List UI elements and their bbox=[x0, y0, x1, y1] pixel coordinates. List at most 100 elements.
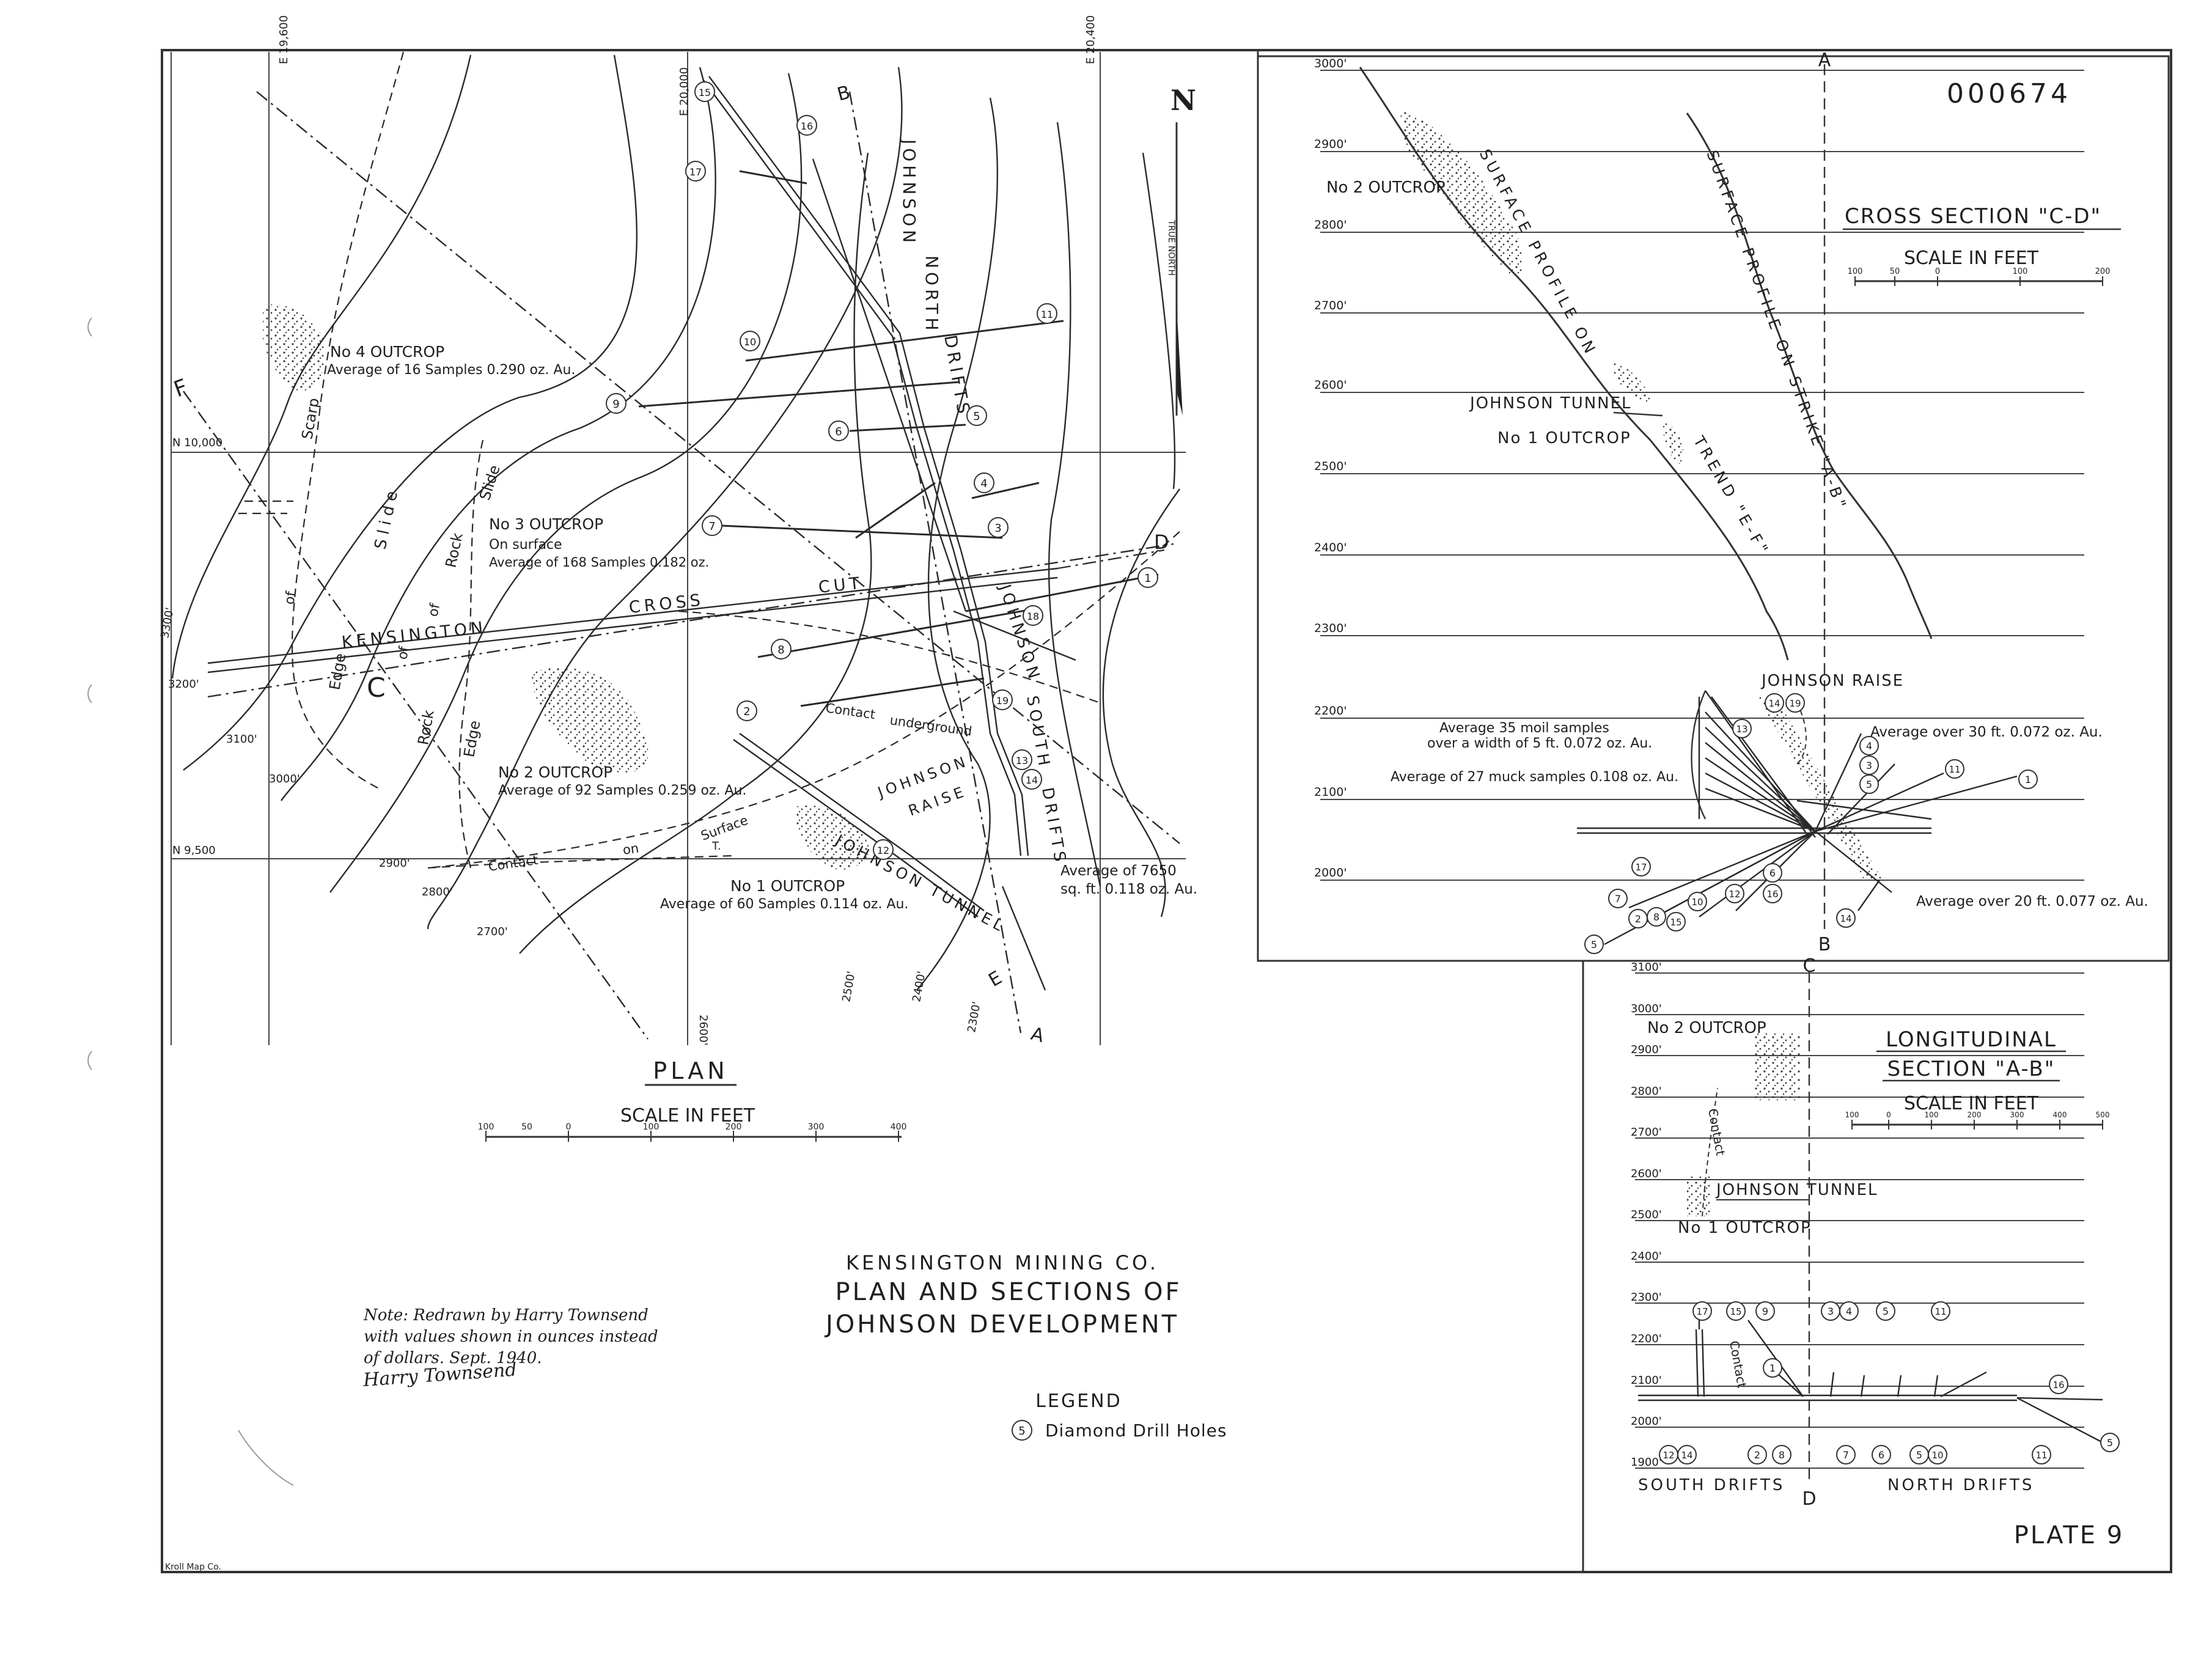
contour-3100: 3100' bbox=[226, 733, 257, 746]
svg-text:11: 11 bbox=[1935, 1306, 1946, 1317]
drill-hole-10: 10 bbox=[740, 331, 760, 351]
label-avg7650-2: sq. ft. 0.118 oz. Au. bbox=[1060, 881, 1197, 897]
cross-hole-19: 19 bbox=[1785, 693, 1805, 713]
long-hole-8: 8 bbox=[1772, 1445, 1791, 1464]
cross-scale-bar: 100 50 0 100 200 bbox=[1848, 267, 2111, 286]
drill-hole-6: 6 bbox=[828, 421, 849, 441]
svg-text:2100': 2100' bbox=[1314, 785, 1347, 799]
drill-hole-11: 11 bbox=[1037, 303, 1057, 324]
legend-item: Diamond Drill Holes bbox=[1045, 1420, 1227, 1441]
drill-hole-16: 16 bbox=[796, 115, 817, 136]
plan-grid bbox=[171, 52, 1186, 1045]
outcrop2-shape bbox=[532, 667, 649, 773]
svg-text:2900': 2900' bbox=[1631, 1043, 1662, 1056]
label-avg7650-1: Average of 7650 bbox=[1060, 863, 1177, 879]
cross-hole-5: 5 bbox=[1859, 774, 1879, 794]
label-slide: S l i d e bbox=[372, 490, 402, 551]
svg-text:14: 14 bbox=[1681, 1450, 1692, 1461]
plan-dashed-lines bbox=[238, 51, 1180, 869]
svg-text:200: 200 bbox=[1968, 1111, 1982, 1119]
line-d-arrow bbox=[1057, 549, 1165, 570]
svg-text:12: 12 bbox=[1729, 889, 1740, 900]
long-side-holes: 1 16 5 bbox=[1763, 1358, 2120, 1452]
drill-hole-13: 13 bbox=[1012, 749, 1032, 770]
svg-text:3: 3 bbox=[994, 522, 1001, 535]
long-hole-2: 2 bbox=[1747, 1445, 1767, 1464]
cross-letter-b: B bbox=[1818, 934, 1831, 955]
long-hole-15: 15 bbox=[1726, 1301, 1746, 1321]
svg-text:17: 17 bbox=[689, 166, 702, 178]
svg-text:2800': 2800' bbox=[1314, 218, 1347, 232]
svg-text:1: 1 bbox=[1144, 572, 1151, 585]
cross-hole-15: 15 bbox=[1666, 912, 1686, 931]
long-hole-9: 9 bbox=[1755, 1301, 1775, 1321]
sheet-number: 000674 bbox=[1947, 78, 2071, 109]
label-triangulation: T. bbox=[711, 840, 721, 853]
long-label-contact-2: Contact bbox=[1727, 1340, 1749, 1389]
svg-text:400: 400 bbox=[2053, 1111, 2067, 1119]
section-letter-d: D bbox=[1154, 531, 1169, 554]
svg-text:2400': 2400' bbox=[1631, 1250, 1662, 1263]
svg-text:19: 19 bbox=[1789, 698, 1801, 709]
label-contact-surface-2: on bbox=[622, 841, 639, 858]
cross-label-johnson-raise: JOHNSON RAISE bbox=[1760, 672, 1904, 690]
section-letter-c: C bbox=[367, 672, 386, 704]
cross-hole-16: 16 bbox=[1763, 884, 1782, 903]
section-letter-b: B bbox=[835, 82, 853, 106]
cross-hole-2: 2 bbox=[1628, 909, 1648, 928]
title-line-1: PLAN AND SECTIONS OF bbox=[836, 1278, 1182, 1306]
svg-text:14: 14 bbox=[1840, 913, 1851, 924]
long-hole-3: 3 bbox=[1821, 1301, 1840, 1321]
drill-hole-8: 8 bbox=[771, 639, 792, 659]
svg-text:5: 5 bbox=[973, 410, 980, 423]
svg-text:100: 100 bbox=[478, 1122, 494, 1132]
drill-hole-15: 15 bbox=[694, 81, 715, 102]
label-outcrop3: No 3 OUTCROP bbox=[489, 515, 603, 533]
svg-text:4: 4 bbox=[980, 477, 987, 490]
svg-text:4: 4 bbox=[1866, 740, 1872, 752]
legend-symbol-circle bbox=[1012, 1420, 1032, 1441]
label-johnson-south-1: JOHNSON bbox=[995, 581, 1044, 685]
title-block: KENSINGTON MINING CO. PLAN AND SECTIONS … bbox=[824, 1251, 1182, 1339]
svg-text:2200': 2200' bbox=[1631, 1332, 1662, 1345]
long-hole-5: 5 bbox=[1876, 1301, 1895, 1321]
long-hole-5b: 5 bbox=[1909, 1445, 1929, 1464]
label-edge-rock-2: of bbox=[395, 645, 413, 661]
redrawn-note: Note: Redrawn by Harry Townsend with val… bbox=[362, 1306, 658, 1391]
contour-3200: 3200' bbox=[168, 678, 199, 691]
drill-hole-3: 3 bbox=[988, 517, 1009, 538]
note-line-1: Note: Redrawn by Harry Townsend bbox=[363, 1306, 649, 1324]
cross-hole-4: 4 bbox=[1859, 736, 1879, 755]
svg-text:2600': 2600' bbox=[1631, 1167, 1662, 1180]
sheet-border bbox=[161, 49, 2172, 1573]
label-contact-surface-3: Surface bbox=[699, 813, 750, 843]
plan-view: E 19,600 E 20,000 E 20,400 N 10,000 N 9,… bbox=[158, 15, 1197, 1142]
note-line-2: with values shown in ounces instead bbox=[364, 1328, 658, 1346]
drill-hole-7: 7 bbox=[702, 515, 722, 536]
long-hole-6: 6 bbox=[1872, 1445, 1891, 1464]
long-contact-line bbox=[1702, 1087, 1718, 1217]
label-johnson-south-3: DRIFTS bbox=[1038, 786, 1070, 867]
cross-outcrop1-shape bbox=[1614, 361, 1650, 403]
label-contact-underground-1: Contact bbox=[825, 700, 876, 722]
long-title-2: SECTION "A-B" bbox=[1887, 1057, 2056, 1081]
cross-hole-8: 8 bbox=[1647, 907, 1666, 927]
cross-hole-3: 3 bbox=[1859, 755, 1879, 775]
label-outcrop1: No 1 OUTCROP bbox=[730, 877, 845, 895]
cross-outcrop1b-shape bbox=[1663, 422, 1683, 465]
svg-text:17: 17 bbox=[1635, 862, 1647, 873]
long-drifts bbox=[1638, 1314, 2103, 1444]
cross-hole-6: 6 bbox=[1763, 863, 1782, 883]
label-kensington: KENSINGTON bbox=[340, 618, 487, 652]
cross-vein-shape bbox=[1757, 697, 1883, 880]
svg-text:3: 3 bbox=[1828, 1306, 1834, 1317]
cross-hole-10: 10 bbox=[1688, 892, 1707, 911]
svg-text:200: 200 bbox=[2095, 267, 2111, 276]
long-label-outcrop1: No 1 OUTCROP bbox=[1678, 1219, 1812, 1237]
svg-text:3000': 3000' bbox=[1314, 57, 1347, 70]
cross-drill-hole-lines bbox=[1577, 690, 2018, 946]
drill-hole-19: 19 bbox=[992, 689, 1013, 710]
label-scarp-1: Edge bbox=[326, 652, 349, 691]
contour-2400: 2400' bbox=[910, 970, 928, 1003]
svg-text:100: 100 bbox=[643, 1122, 660, 1132]
